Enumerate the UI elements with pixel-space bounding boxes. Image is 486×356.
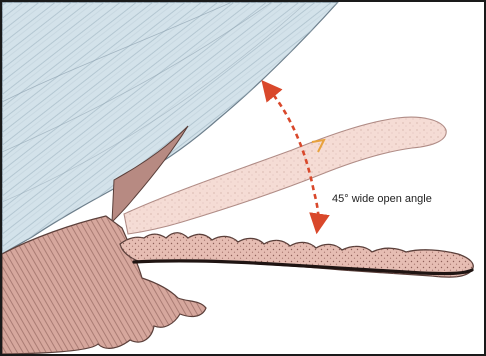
iris: [120, 233, 473, 277]
angle-label: 45° wide open angle: [332, 193, 432, 205]
